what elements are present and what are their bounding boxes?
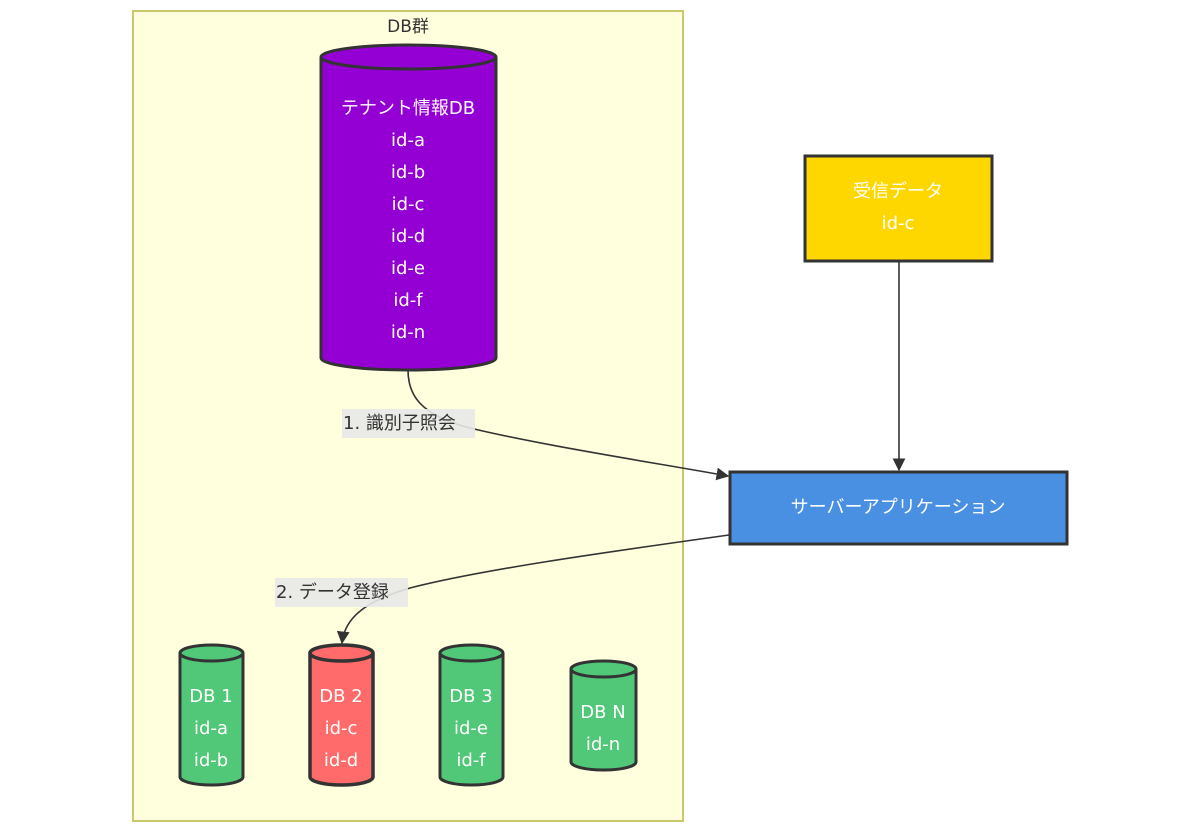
cylinder-top xyxy=(308,643,375,663)
cluster-title: DB群 xyxy=(387,17,429,37)
cylinder-body xyxy=(319,57,498,372)
node-box xyxy=(728,470,1069,546)
node-label: id-c xyxy=(882,213,915,234)
node-label: id-b xyxy=(194,750,228,771)
node-label: id-f xyxy=(456,750,486,771)
node-label: id-d xyxy=(391,226,425,247)
cylinder-body xyxy=(438,653,505,787)
edge-label-text: 2. データ登録 xyxy=(276,582,389,603)
edge-server-to-db2 xyxy=(336,534,730,645)
cylinder-body xyxy=(308,653,375,787)
cylinder-top xyxy=(569,659,638,679)
edge-label-identifier-lookup: 1. 識別子照会 xyxy=(342,409,475,438)
node-tenant-db[interactable]: テナント情報DB id-a id-b id-c id-d id-e id-f i… xyxy=(319,43,498,372)
node-box xyxy=(803,154,994,263)
cylinder-top xyxy=(178,643,245,663)
edges xyxy=(336,262,906,645)
node-label: id-c xyxy=(325,718,358,739)
node-label: DB 3 xyxy=(449,686,492,707)
node-db1[interactable]: DB 1 id-a id-b xyxy=(178,643,245,787)
node-label: id-e xyxy=(391,258,425,279)
cylinder-body xyxy=(569,669,638,772)
node-label: id-b xyxy=(391,162,425,183)
edge-tenant-to-server xyxy=(407,369,730,481)
node-label: id-f xyxy=(393,290,423,311)
edge-label-data-registration: 2. データ登録 xyxy=(275,578,408,607)
edge-label-text: 1. 識別子照会 xyxy=(343,413,456,434)
node-db3[interactable]: DB 3 id-e id-f xyxy=(438,643,505,787)
node-label: id-n xyxy=(391,322,425,343)
node-label: テナント情報DB xyxy=(341,98,475,119)
node-received-data[interactable]: 受信データ id-c xyxy=(803,154,994,263)
node-label: id-c xyxy=(392,194,425,215)
cylinder-top xyxy=(438,643,505,663)
node-label: DB 1 xyxy=(189,686,232,707)
node-server-application[interactable]: サーバーアプリケーション xyxy=(728,470,1069,546)
node-label: 受信データ xyxy=(853,181,943,202)
node-label: id-a xyxy=(391,130,425,151)
node-db2[interactable]: DB 2 id-c id-d xyxy=(308,643,375,787)
node-dbn[interactable]: DB N id-n xyxy=(569,659,638,772)
node-label: DB 2 xyxy=(319,686,362,707)
node-label: サーバーアプリケーション xyxy=(791,497,1006,518)
node-label: id-n xyxy=(586,734,620,755)
node-label: id-a xyxy=(194,718,228,739)
cylinder-top xyxy=(319,43,498,71)
node-label: DB N xyxy=(580,702,625,723)
node-label: id-e xyxy=(454,718,488,739)
node-label: id-d xyxy=(324,750,358,771)
cylinder-body xyxy=(178,653,245,787)
